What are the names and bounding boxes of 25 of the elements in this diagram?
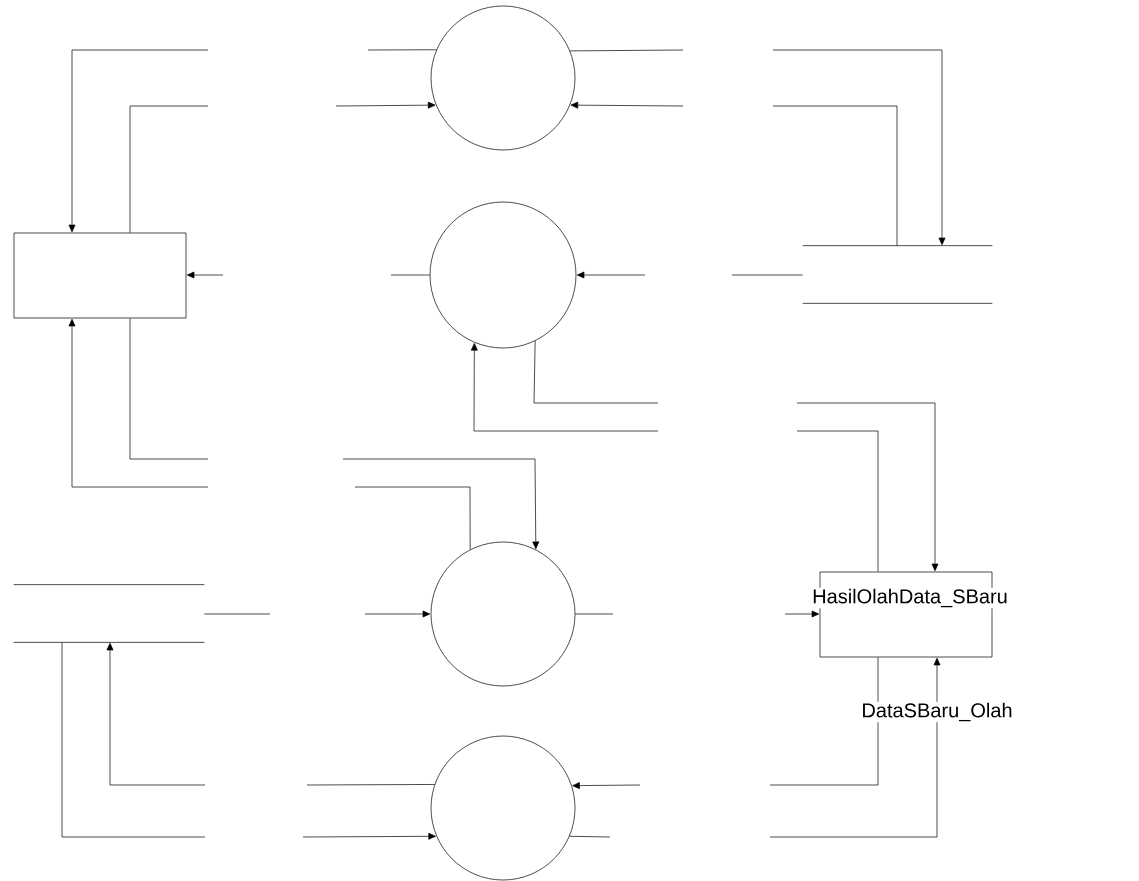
arrow xyxy=(470,343,659,432)
arrow xyxy=(68,49,209,233)
arrow xyxy=(186,271,224,279)
edge-label: HasilOlahData_SBaru xyxy=(811,587,1009,609)
process-circle xyxy=(430,5,576,151)
arrow xyxy=(784,610,820,618)
entity-box xyxy=(13,232,187,319)
arrow xyxy=(572,782,641,789)
arrow xyxy=(769,657,941,838)
arrow xyxy=(106,642,206,786)
process-circle xyxy=(430,735,576,881)
process-circle xyxy=(430,541,576,687)
arrow xyxy=(302,832,436,840)
data-store xyxy=(802,245,993,304)
edge-label: DataSBaru_Olah xyxy=(860,701,1014,723)
arrow xyxy=(342,458,540,549)
arrow xyxy=(772,49,946,246)
data-store xyxy=(13,584,205,643)
arrow xyxy=(796,402,939,572)
process-circle xyxy=(429,201,577,349)
arrow xyxy=(68,318,209,488)
arrow xyxy=(364,610,431,618)
arrow xyxy=(570,101,684,109)
arrow xyxy=(335,101,436,109)
arrow xyxy=(576,271,646,279)
